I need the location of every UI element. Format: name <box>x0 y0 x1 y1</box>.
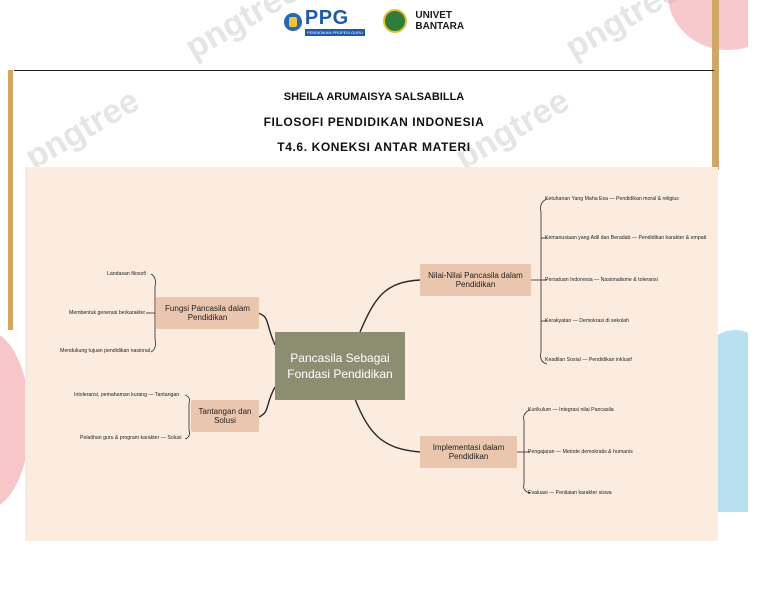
mind-map: Pancasila Sebagai Fondasi Pendidikan Fun… <box>25 167 718 541</box>
gold-frame-right <box>712 0 719 170</box>
leaf-implementasi-2: Pengajaran — Metode demokratis & humanis <box>528 449 633 455</box>
branch-fungsi: Fungsi Pancasila dalam Pendidikan <box>156 297 259 329</box>
course-title: FILOSOFI PENDIDIKAN INDONESIA <box>263 115 485 129</box>
ppg-emblem-icon <box>283 13 302 31</box>
bracket-nilai <box>540 198 548 365</box>
univet-emblem-icon <box>383 9 408 33</box>
leaf-fungsi-3: Mendukung tujuan pendidikan nasional <box>60 348 150 354</box>
leaf-implementasi-1: Kurikulum — Integrasi nilai Pancasila <box>528 407 614 413</box>
leaf-nilai-1: Ketuhanan Yang Maha Esa — Pendidikan mor… <box>545 196 679 202</box>
connector-center-implementasi <box>354 398 421 453</box>
gold-frame-left <box>8 70 13 330</box>
header-logos: PPG PENDIDIKAN PROFESI GURU UNIVET BANTA… <box>0 8 748 36</box>
center-node: Pancasila Sebagai Fondasi Pendidikan <box>275 332 405 400</box>
assignment-title: T4.6. KONEKSI ANTAR MATERI <box>277 140 471 154</box>
bracket-tantangan <box>184 394 190 440</box>
bracket-implementasi <box>523 409 531 494</box>
connector-center-fungsi <box>257 312 276 346</box>
leaf-nilai-2: Kemanusiaan yang Adil dan Beradab — Pend… <box>545 235 707 241</box>
univet-logo: UNIVET BANTARA <box>383 9 464 33</box>
leaf-nilai-4: Kerakyatan — Demokrasi di sekolah <box>545 318 629 324</box>
univet-logo-line2: BANTARA <box>415 21 465 32</box>
branch-nilai: Nilai-Nilai Pancasila dalam Pendidikan <box>420 264 531 296</box>
leaf-fungsi-1: Landasan filosofi <box>107 271 146 277</box>
ppg-logo: PPG PENDIDIKAN PROFESI GURU <box>283 7 365 36</box>
author-name: SHEILA ARUMAISYA SALSABILLA <box>283 91 465 103</box>
mind-map-connectors <box>146 198 548 494</box>
univet-logo-line1: UNIVET <box>415 10 453 21</box>
leaf-implementasi-3: Evaluasi — Penilaian karakter siswa <box>528 490 612 496</box>
connector-center-nilai <box>359 279 421 333</box>
leaf-nilai-3: Persatuan Indonesia — Nasionalisme & tol… <box>545 277 658 283</box>
ppg-logo-text: PPG <box>304 7 349 29</box>
leaf-tantangan-2: Pelatihan guru & program karakter — Solu… <box>80 435 182 441</box>
connector-center-tantangan <box>258 386 276 418</box>
leaf-nilai-5: Keadilan Sosial — Pendidikan inklusif <box>545 357 632 363</box>
branch-implementasi: Implementasi dalam Pendidikan <box>420 436 517 468</box>
branch-tantangan: Tantangan dan Solusi <box>191 400 259 432</box>
leaf-tantangan-1: Intoleransi, pemahaman kurang — Tantanga… <box>74 392 180 398</box>
header-divider <box>14 70 714 71</box>
leaf-fungsi-2: Membentuk generasi berkarakter <box>69 310 146 316</box>
ppg-logo-subtext: PENDIDIKAN PROFESI GURU <box>304 29 365 36</box>
